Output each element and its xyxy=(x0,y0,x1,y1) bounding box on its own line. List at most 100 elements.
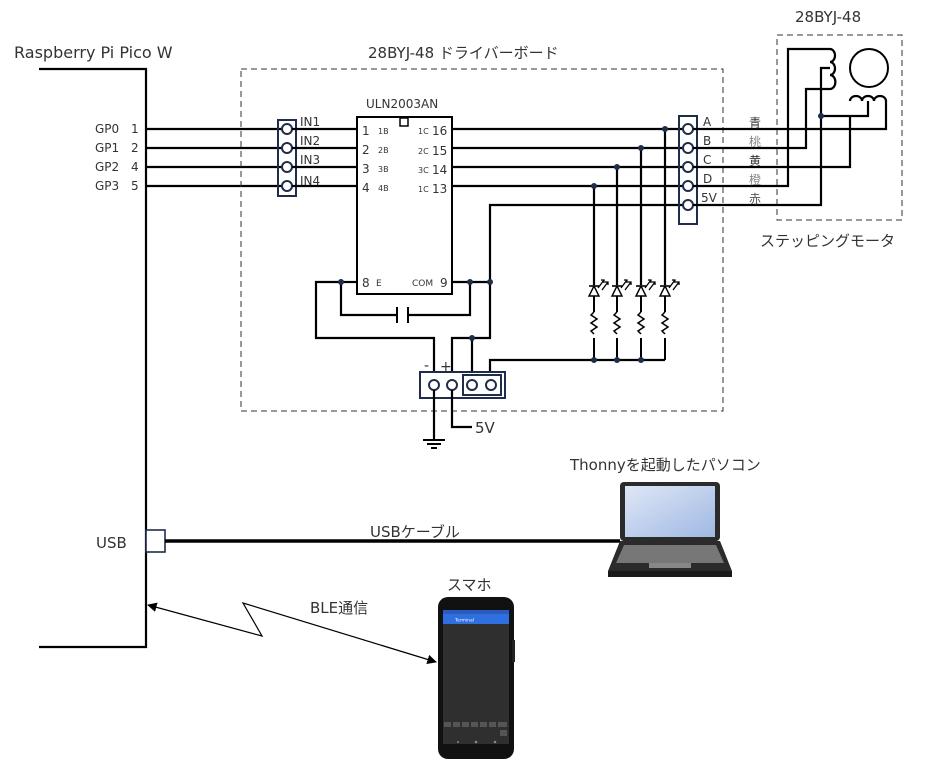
svg-text:D: D xyxy=(703,172,712,186)
output-header xyxy=(678,115,698,225)
ground-icon xyxy=(423,439,445,449)
app-title: Terminal xyxy=(454,618,474,624)
output-terminal xyxy=(682,123,694,135)
motor-frame xyxy=(776,34,903,221)
uln2003-chip xyxy=(356,116,453,295)
svg-text:15: 15 xyxy=(432,144,447,158)
svg-text:3: 3 xyxy=(362,162,370,176)
resistor-icon xyxy=(612,311,622,335)
led-icon xyxy=(658,284,672,297)
output-wires xyxy=(452,127,688,282)
jumper-terminal xyxy=(466,379,478,391)
pin-number: 5 xyxy=(131,179,139,193)
chip-right-pins: 1C 16 2C 15 3C 14 1C 13 xyxy=(418,124,447,196)
pin-label: GP2 xyxy=(95,160,119,174)
svg-text:IN2: IN2 xyxy=(300,134,320,148)
motor-rotor-icon xyxy=(849,48,889,88)
svg-text:1C: 1C xyxy=(418,127,429,136)
wire-color-labels: 青 桃 黄 橙 赤 xyxy=(749,116,761,206)
svg-text:4: 4 xyxy=(362,181,370,195)
motor-wires xyxy=(693,47,888,207)
input-terminal xyxy=(281,161,293,173)
plus-label: + xyxy=(440,359,452,375)
led-icon xyxy=(610,284,624,297)
laptop-icon xyxy=(608,482,732,577)
svg-text:橙: 橙 xyxy=(749,172,761,187)
svg-text:C: C xyxy=(703,153,711,167)
usb-label: USB xyxy=(96,534,127,552)
svg-text:E: E xyxy=(376,279,382,289)
svg-text:黄: 黄 xyxy=(749,154,761,168)
svg-text:1B: 1B xyxy=(378,127,389,136)
svg-text:8: 8 xyxy=(362,276,370,290)
input-to-chip-wires xyxy=(292,127,357,188)
svg-text:1C: 1C xyxy=(418,185,429,194)
driver-board-title: 28BYJ-48 ドライバーボード xyxy=(368,44,559,62)
phone-label: スマホ xyxy=(447,576,492,594)
svg-text:2C: 2C xyxy=(418,147,429,156)
usb-cable-label: USBケーブル xyxy=(370,523,460,541)
svg-text:3B: 3B xyxy=(378,165,389,174)
output-terminal xyxy=(682,161,694,173)
svg-text:13: 13 xyxy=(432,182,447,196)
motor-coil-icon xyxy=(829,47,888,102)
svg-text:赤: 赤 xyxy=(749,192,761,206)
svg-text:IN1: IN1 xyxy=(300,115,320,129)
chip-name: ULN2003AN xyxy=(366,97,438,111)
input-header xyxy=(277,119,297,197)
led-group xyxy=(587,279,680,360)
output-terminal xyxy=(682,180,694,192)
input-terminal xyxy=(281,180,293,192)
resistor-icon xyxy=(636,311,646,335)
chip-power-pins: 8 E COM 9 xyxy=(362,276,448,290)
usb-port xyxy=(145,529,166,553)
minus-label: - xyxy=(424,358,429,374)
jumper-block xyxy=(462,374,502,396)
pico-pin-labels: GP0 1 GP1 2 GP2 4 GP3 5 xyxy=(95,122,139,193)
smartphone-icon: Terminal xyxy=(438,597,515,759)
chip-left-pins: 1 1B 2 2B 3 3B 4 4B xyxy=(362,124,389,195)
svg-text:5V: 5V xyxy=(701,191,718,205)
output-labels: A B C D 5V xyxy=(701,115,718,205)
led-common-wire xyxy=(488,358,665,372)
ble-link-arrow xyxy=(147,601,437,665)
power-terminal-minus xyxy=(428,379,440,391)
svg-text:青: 青 xyxy=(749,116,761,130)
svg-text:COM: COM xyxy=(412,279,433,289)
svg-text:1: 1 xyxy=(362,124,370,138)
junction-dot xyxy=(614,357,620,363)
svg-text:2: 2 xyxy=(362,143,370,157)
motor-caption: ステッピングモータ xyxy=(760,232,895,250)
svg-text:3C: 3C xyxy=(418,166,429,175)
power-terminal-plus xyxy=(446,379,458,391)
led-icon xyxy=(634,284,648,297)
svg-text:桃: 桃 xyxy=(749,134,761,149)
svg-text:A: A xyxy=(703,115,712,129)
junction-dot xyxy=(638,357,644,363)
pc-label: Thonnyを起動したパソコン xyxy=(569,456,761,474)
resistor-icon xyxy=(660,311,670,335)
pico-board-outline xyxy=(39,67,148,649)
ble-label: BLE通信 xyxy=(310,599,368,617)
input-labels: IN1 IN2 IN3 IN4 xyxy=(300,115,320,188)
pin-number: 4 xyxy=(131,160,139,174)
input-terminal xyxy=(281,142,293,154)
svg-text:IN4: IN4 xyxy=(300,174,320,188)
signal-wires xyxy=(146,127,287,188)
pin-number: 2 xyxy=(131,141,139,155)
svg-text:IN3: IN3 xyxy=(300,153,320,167)
chip-notch xyxy=(399,117,409,127)
pin-number: 1 xyxy=(131,122,139,136)
pin-label: GP0 xyxy=(95,122,119,136)
led-icon xyxy=(587,284,601,297)
app-toolbar xyxy=(443,614,509,624)
supply-label: 5V xyxy=(475,419,496,437)
junction-dot xyxy=(591,357,597,363)
output-terminal xyxy=(682,199,694,211)
led-indicator-circuit xyxy=(591,126,668,285)
pin-label: GP3 xyxy=(95,179,119,193)
pin-label: GP1 xyxy=(95,141,119,155)
motor-title: 28BYJ-48 xyxy=(795,8,861,26)
pico-title: Raspberry Pi Pico W xyxy=(14,43,173,62)
